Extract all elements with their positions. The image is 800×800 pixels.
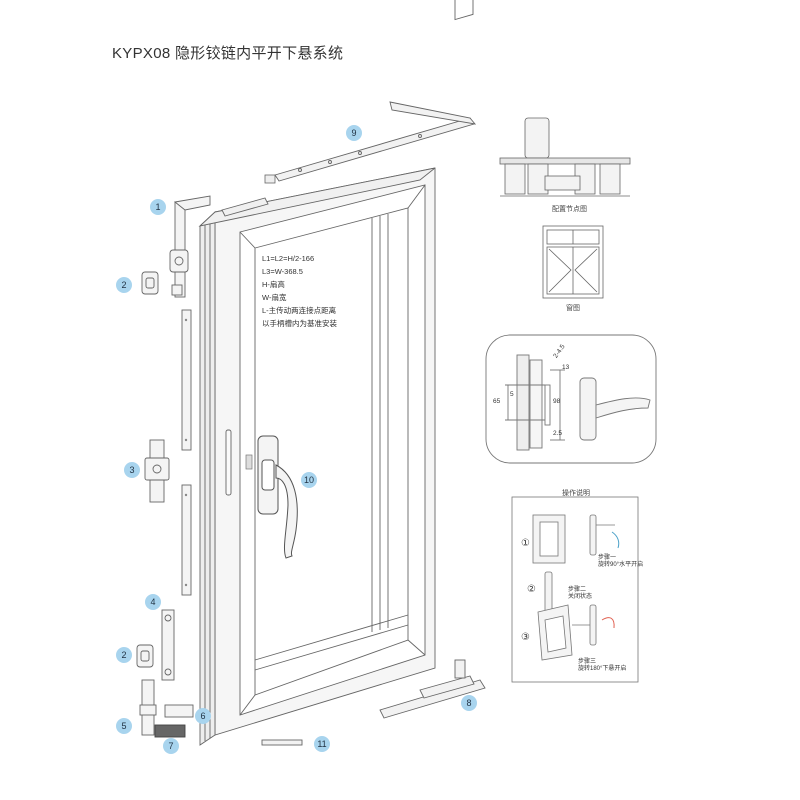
callout-10: 10 [301,472,317,488]
dimension-d4: 5 [510,391,514,398]
formula-note-5: L-主传动两连接点距离 [262,306,337,315]
part-8-bottom-hinge-arm [379,659,486,719]
part-7-lower-keeper [154,724,186,738]
dimension-d5: 98 [553,398,561,405]
callout-2-upper: 2 [116,277,132,293]
part-11-bottom-connector [261,739,303,746]
op-step-3-num: ③ [521,632,530,643]
operation-box [511,496,639,683]
formula-note-1: L1=L2=H/2-166 [262,254,315,263]
node-diagram [499,117,631,197]
dimension-d2: 13 [562,364,570,371]
formula-note-4: W-扇宽 [262,293,287,302]
callout-6: 6 [195,708,211,724]
callout-7: 7 [163,738,179,754]
op-step-2-num: ② [527,584,536,595]
window-elevation [542,225,604,299]
sash-side-profile [199,210,216,746]
strike-plate-upper [181,309,192,451]
window-handle [257,435,298,559]
callout-11: 11 [314,736,330,752]
page-title: KYPX08 隐形铰链内平开下悬系统 [112,45,344,62]
part-3-center-lock [144,439,170,503]
op-step-2-label: 步骤二 [568,587,587,593]
formula-note-3: H-扇高 [262,280,285,289]
op-step-1-desc: 旋转90°水平开启 [598,562,644,568]
op-step-1-label: 步骤一 [598,555,617,561]
callout-9: 9 [346,125,362,141]
part-6-corner-drive [164,704,194,718]
callout-4: 4 [145,594,161,610]
top-transmission-bar [274,0,477,182]
op-step-2-desc: 关闭状态 [568,594,593,600]
dimension-d6: 2.5 [553,430,563,437]
formula-note-6: 以手柄槽内为基准安装 [262,319,337,328]
caption-operation-title: 操作说明 [562,490,590,497]
callout-1: 1 [150,199,166,215]
part-2-upper-keeper [141,271,159,295]
callout-2-lower: 2 [116,647,132,663]
op-step-3-label: 步骤三 [578,659,597,665]
caption-window-diagram: 窗图 [566,305,580,312]
rotate-arrow-step1 [611,531,620,549]
callout-3: 3 [124,462,140,478]
handle-dimension-detail [485,334,657,464]
callout-5: 5 [116,718,132,734]
dimension-d3: 65 [493,398,501,405]
caption-node-diagram: 配置节点图 [552,206,587,213]
top-connector [221,197,269,217]
op-step-1-num: ① [521,538,530,549]
rotate-arrow-step3 [601,617,615,629]
callout-8: 8 [461,695,477,711]
part-4-lower-rod [161,609,175,681]
formula-note-2: L3=W-368.5 [262,267,303,276]
handle-side-block [245,454,253,470]
op-step-3-desc: 旋转180°下悬开启 [578,666,627,672]
strike-plate-lower [181,484,192,596]
top-clip [264,174,276,184]
part-1-upper-hinge [169,195,211,298]
part-2-lower-keeper [136,644,154,668]
part-5-lower-hinge [139,679,157,736]
